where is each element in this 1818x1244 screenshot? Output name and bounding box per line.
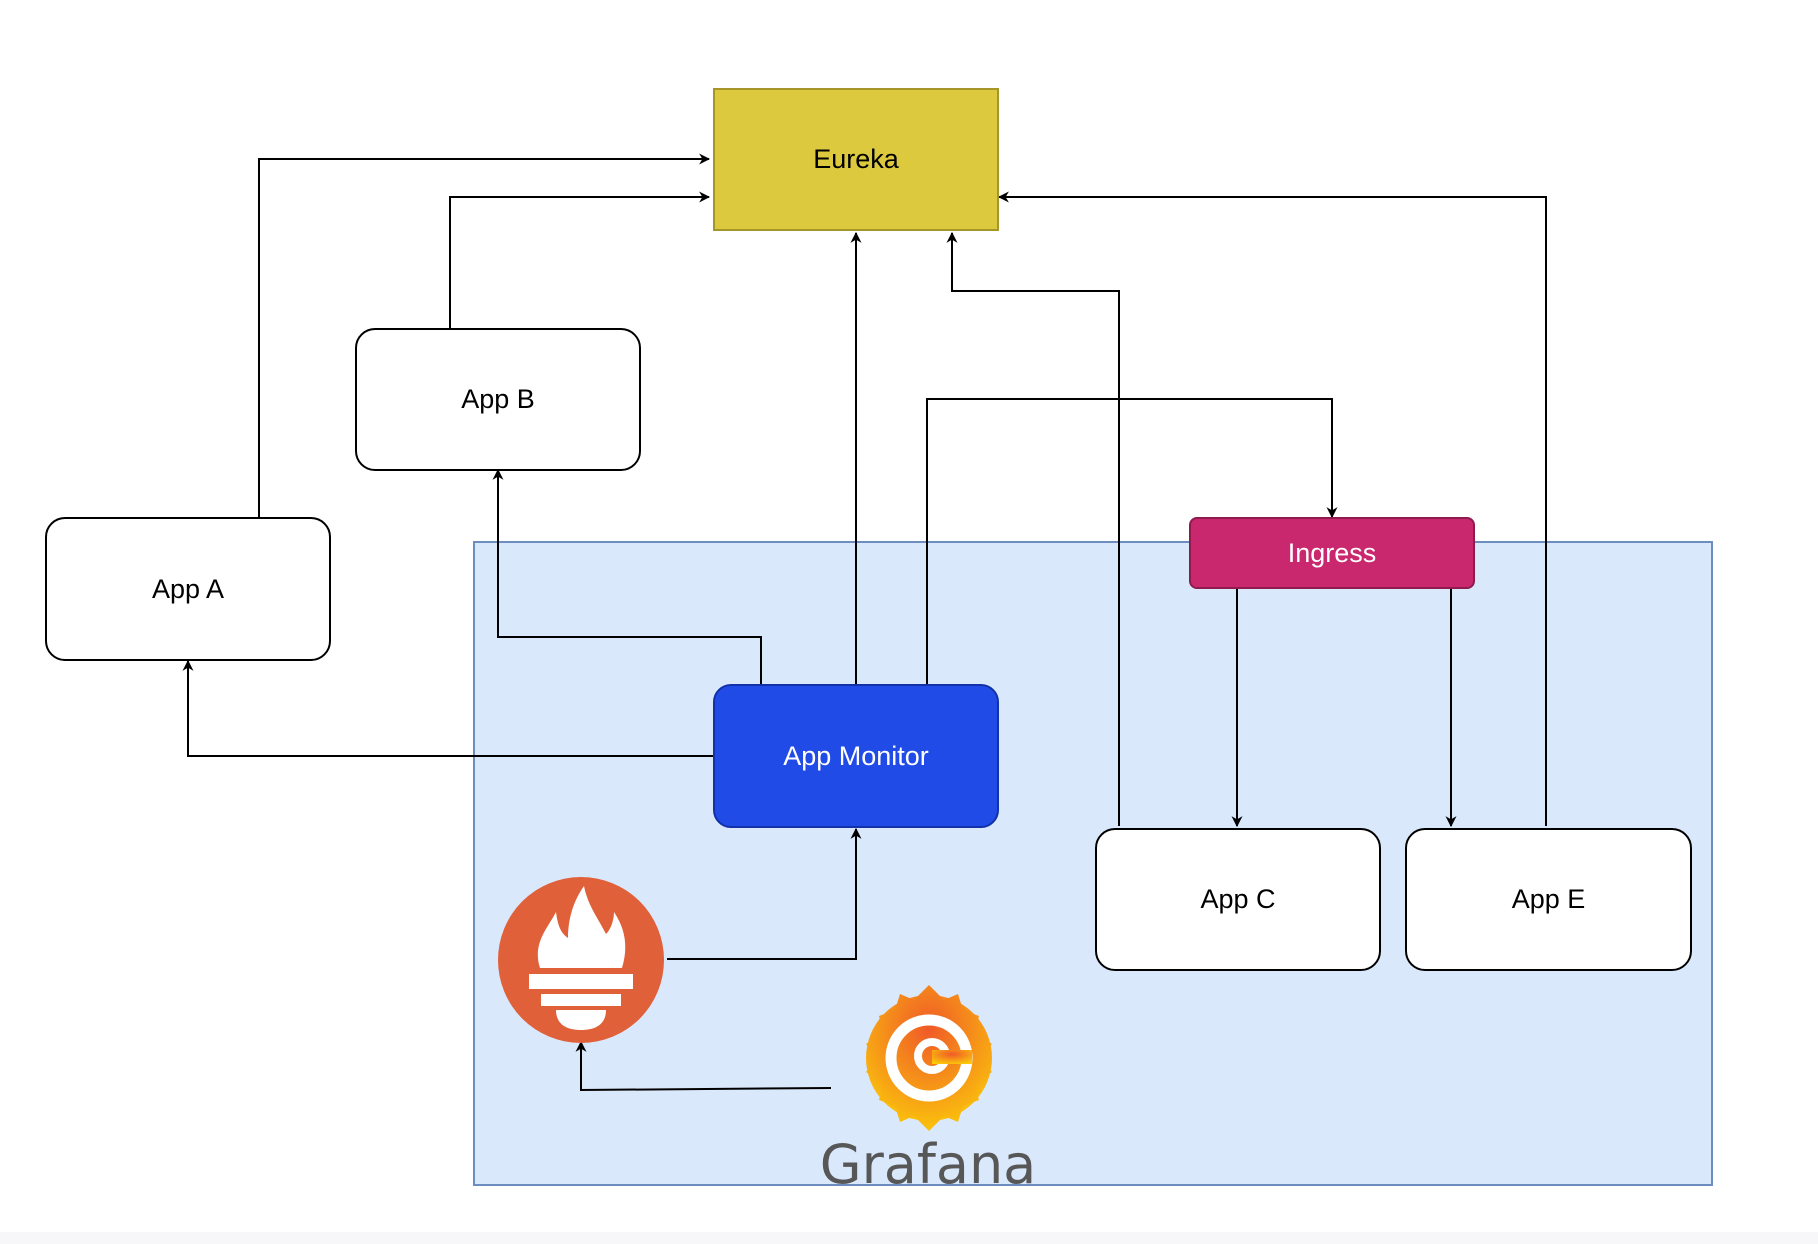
edge-app-e-to-eureka [997,191,1547,826]
app-a-node[interactable]: App A [45,517,331,661]
edge-app-monitor-to-app-a [182,659,713,757]
app-e-label: App E [1511,884,1586,914]
app-monitor-node[interactable]: App Monitor [713,684,999,828]
ingress-node[interactable]: Ingress [1189,517,1475,589]
app-b-label: App B [461,384,535,414]
prometheus-icon [498,877,664,1043]
app-c-label: App C [1200,884,1276,914]
edge-app-a-to-eureka [258,153,711,517]
grafana-wordmark: Grafana [820,1133,1037,1196]
bottom-strip [0,1232,1818,1244]
app-monitor-label: App Monitor [783,740,929,771]
app-a-label: App A [151,573,225,604]
grafana-icon: Grafana [820,985,1037,1196]
app-c-node[interactable]: App C [1095,828,1381,971]
eureka-node[interactable]: Eureka [713,88,999,231]
edge-grafana-to-prometheus [575,1040,832,1092]
edge-app-monitor-to-ingress [926,398,1338,684]
app-e-node[interactable]: App E [1405,828,1692,971]
edge-app-b-to-eureka [449,191,711,328]
eureka-label: Eureka [813,144,899,174]
edge-app-c-to-eureka [946,231,1120,826]
edge-app-monitor-to-app-b [492,468,762,684]
edge-prometheus-to-app-monitor [667,827,862,960]
ingress-label: Ingress [1287,537,1377,568]
app-b-node[interactable]: App B [355,328,641,471]
